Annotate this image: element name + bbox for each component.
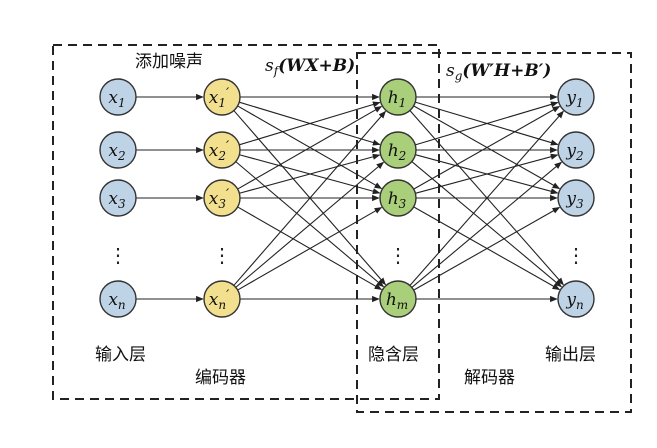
- ellipsis-input: ⋮: [108, 245, 128, 267]
- node-label: x1′: [209, 86, 230, 110]
- edge-noisy-to-hidden: [239, 153, 381, 194]
- edge-hidden-to-output: [411, 161, 563, 288]
- ellipsis-output: ⋮: [566, 245, 586, 267]
- edge-hidden-to-output: [415, 153, 559, 194]
- node-circle: [557, 280, 595, 318]
- edge-hidden-to-output: [415, 101, 559, 146]
- outputs-node-n: yn: [557, 280, 595, 318]
- outputs-node-1: y1: [557, 78, 595, 116]
- node-label: x3: [108, 189, 126, 211]
- hidden-node-m: hm: [379, 280, 417, 318]
- node-label: x3′: [209, 187, 230, 211]
- edge-hidden-to-output: [409, 110, 564, 286]
- decoder-box: [356, 52, 632, 413]
- node-label: y1: [565, 88, 583, 110]
- node-label: x1: [108, 88, 125, 110]
- edge-noisy-to-hidden: [239, 101, 381, 146]
- noisy-node-1: x1′: [203, 78, 241, 116]
- inputs-node-3: x3: [99, 179, 137, 217]
- connection-lines: [136, 93, 564, 303]
- node-label: y2: [565, 141, 583, 163]
- edge-hidden-to-output: [413, 206, 561, 291]
- node-circle: [379, 131, 417, 169]
- node-label: hm: [386, 290, 408, 312]
- edge-noisy-to-hidden: [233, 110, 387, 286]
- node-circle: [99, 131, 137, 169]
- node-label: x2′: [209, 139, 230, 163]
- encoder-formula: sf(WX+B): [265, 56, 355, 78]
- node-circle: [99, 78, 137, 116]
- node-circle: [379, 280, 417, 318]
- hidden-node-2: h2: [379, 131, 417, 169]
- decoder-label: 解码器: [464, 368, 515, 388]
- node-label: h2: [388, 141, 407, 163]
- node-label: y3: [565, 189, 584, 211]
- input-layer-label: 输入层: [95, 345, 146, 365]
- node-circle: [99, 179, 137, 217]
- node-circle: [557, 131, 595, 169]
- decoder-formula: sg(W′H+B′): [446, 61, 551, 83]
- node-circle: [203, 179, 241, 217]
- node-layer: x1 x2 x3 xn x1′ x2′ x3′ xn′ h1 h2 h3 hm y1 y2 y3 yn: [99, 78, 595, 318]
- hidden-node-1: h1: [379, 78, 417, 116]
- encoder-label: 编码器: [195, 368, 246, 388]
- edge-hidden-to-output: [413, 105, 561, 190]
- noisy-node-3: x3′: [203, 179, 241, 217]
- outputs-node-3: y3: [557, 179, 595, 217]
- noisy-node-n: xn′: [203, 280, 241, 318]
- node-circle: [203, 78, 241, 116]
- encoder-box: [52, 44, 440, 400]
- inputs-node-n: xn: [99, 280, 137, 318]
- node-label: xn′: [209, 288, 230, 312]
- inputs-node-2: x2: [99, 131, 137, 169]
- output-layer-label: 输出层: [545, 345, 596, 365]
- hidden-layer-label: 隐含层: [368, 345, 419, 365]
- edge-noisy-to-hidden: [235, 161, 385, 288]
- edge-noisy-to-hidden: [237, 206, 383, 291]
- node-label: h3: [388, 189, 407, 211]
- ellipsis-noisy: ⋮: [212, 245, 232, 267]
- node-circle: [557, 179, 595, 217]
- node-label: xn: [108, 290, 125, 312]
- outputs-node-2: y2: [557, 131, 595, 169]
- add-noise-label: 添加噪声: [135, 52, 203, 72]
- ellipsis-hidden: ⋮: [388, 245, 408, 267]
- hidden-node-3: h3: [379, 179, 417, 217]
- inputs-node-1: x1: [99, 78, 137, 116]
- node-circle: [99, 280, 137, 318]
- node-label: h1: [388, 88, 407, 110]
- noisy-node-2: x2′: [203, 131, 241, 169]
- node-circle: [379, 78, 417, 116]
- node-circle: [203, 131, 241, 169]
- node-circle: [557, 78, 595, 116]
- node-circle: [203, 280, 241, 318]
- node-circle: [379, 179, 417, 217]
- node-label: yn: [565, 290, 583, 312]
- node-label: x2: [108, 141, 125, 163]
- edge-noisy-to-hidden: [237, 105, 383, 190]
